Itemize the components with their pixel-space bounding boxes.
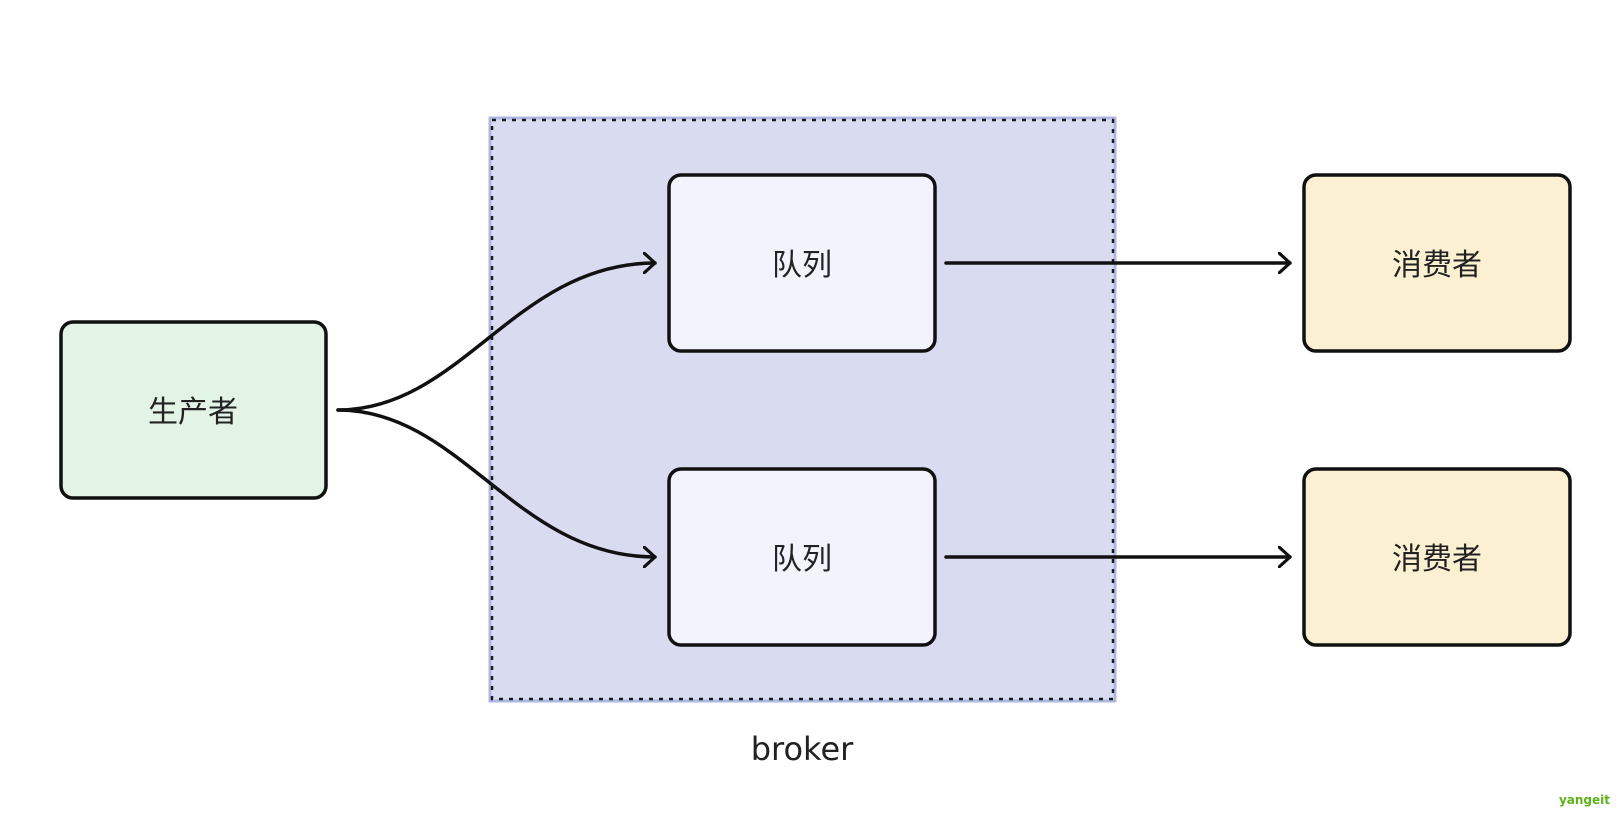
queue-node-1: 队列	[667, 173, 937, 353]
consumer-box-2	[1302, 467, 1572, 647]
edges	[336, 263, 1292, 557]
edge-producer-to-queue-2	[336, 408, 657, 557]
broker-group-border	[490, 118, 1115, 701]
consumer-box-1	[1302, 173, 1572, 353]
queue-box-2	[667, 467, 937, 647]
queue-node-2: 队列	[667, 467, 937, 647]
watermark-text: yangeit	[1559, 793, 1610, 807]
queue-label-1: 队列	[772, 248, 832, 283]
producer-node: 生产者	[59, 320, 328, 500]
producer-label: 生产者	[148, 395, 238, 430]
consumer-label-2: 消费者	[1392, 542, 1482, 577]
queue-box-1	[667, 173, 937, 353]
consumer-node-2: 消费者	[1302, 467, 1572, 647]
broker-label: broker	[751, 730, 854, 768]
edge-producer-to-queue-1	[336, 263, 657, 412]
consumer-node-1: 消费者	[1302, 173, 1572, 353]
consumer-label-1: 消费者	[1392, 248, 1482, 283]
queue-label-2: 队列	[772, 542, 832, 577]
producer-box	[59, 320, 328, 500]
